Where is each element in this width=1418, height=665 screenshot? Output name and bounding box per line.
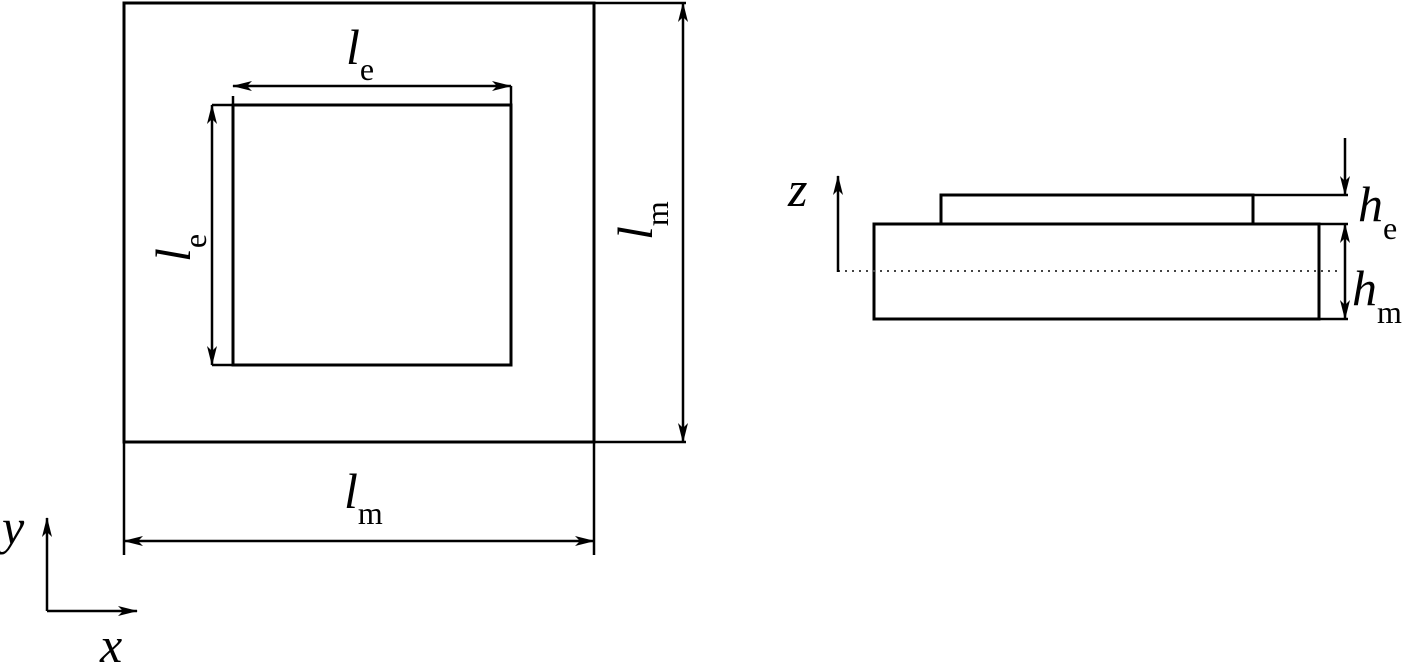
membrane-width-label: lm [344, 463, 383, 531]
membrane-height-label: lm [607, 201, 675, 240]
membrane-thickness-label: hm [1352, 260, 1402, 330]
side-view: z he hm [787, 138, 1402, 330]
electrode-layer [939, 193, 1255, 226]
electrode-width-label: le [346, 19, 374, 87]
membrane-square [122, 1, 596, 444]
xy-axes: y x [0, 499, 138, 665]
electrode-square [231, 103, 513, 367]
y-axis-label: y [0, 499, 25, 555]
electrode-thickness-label: he [1358, 176, 1397, 246]
z-axis-label: z [787, 161, 807, 217]
top-view: le le lm lm [122, 1, 688, 555]
x-axis-label: x [99, 617, 122, 665]
electrode-height-label: le [145, 234, 213, 262]
